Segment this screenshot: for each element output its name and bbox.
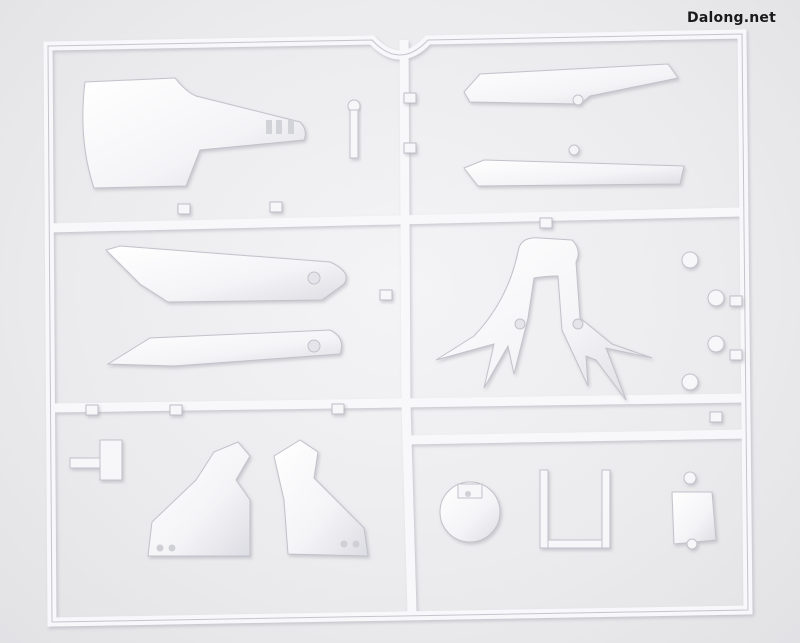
wing-part-upper-left <box>82 77 306 189</box>
watermark-text: Dalong.net <box>687 10 776 26</box>
blade-part-upper <box>463 63 685 187</box>
round-disc-part <box>439 481 501 543</box>
bracket-parts <box>539 469 717 550</box>
wing-part-middle-left <box>105 245 347 367</box>
peg-part <box>347 99 361 159</box>
ball-joint-parts <box>681 251 725 391</box>
clip-part <box>69 439 123 481</box>
gate-tabs <box>85 92 743 423</box>
winged-v-part <box>435 237 653 401</box>
leg-part-lower-left <box>147 439 369 557</box>
runner-frame-edge <box>47 33 749 623</box>
